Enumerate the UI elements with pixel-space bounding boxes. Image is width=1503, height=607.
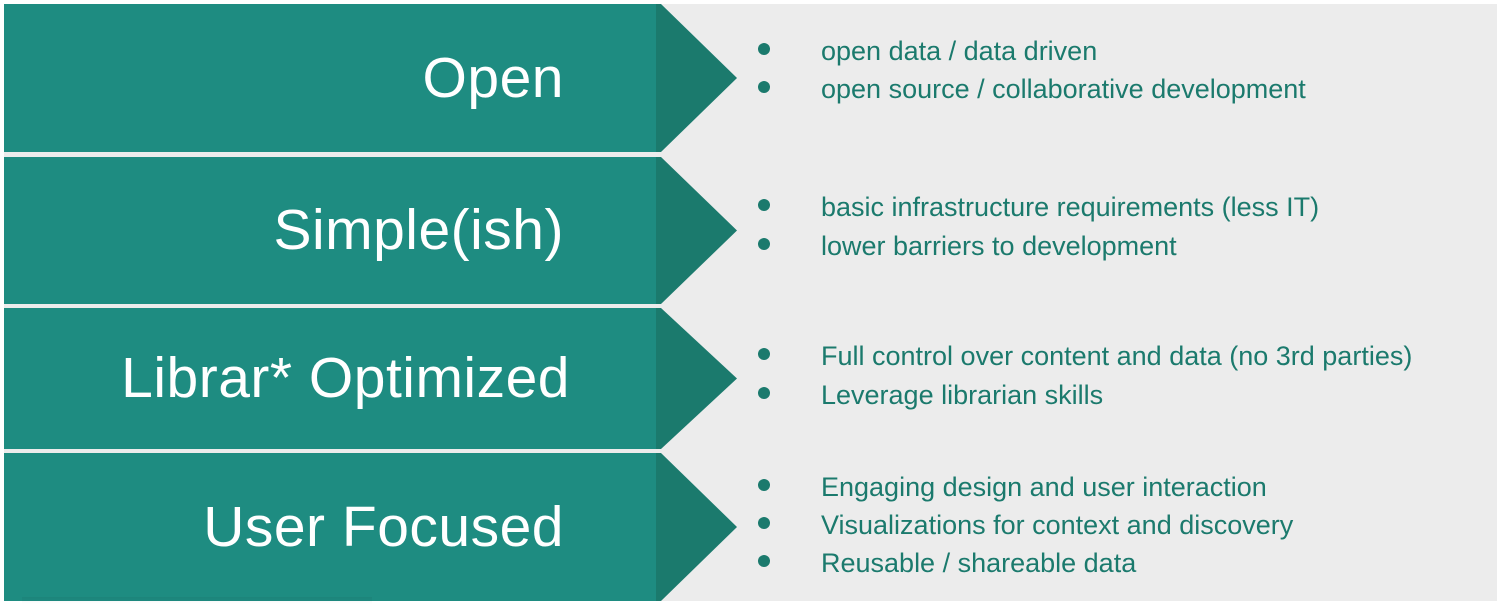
arrow-head-shape [656, 308, 737, 449]
bullet-list: basic infrastructure requirements (less … [758, 157, 1497, 304]
arrow-head-shape [656, 157, 737, 304]
list-item: Leverage librarian skills [758, 376, 1497, 414]
list-item-text: Leverage librarian skills [821, 379, 1104, 410]
chevron-arrow[interactable]: Librar* Optimized [4, 308, 737, 449]
bullet-dot-icon [758, 42, 770, 55]
bullet-dot-icon [758, 348, 770, 361]
list-item: Engaging design and user interaction [758, 468, 1497, 506]
list-item: open data / data driven [758, 32, 1497, 70]
diagram-row: Simple(ish) basic infrastructure require… [0, 157, 1503, 304]
bullet-dot-icon [758, 478, 770, 491]
bullet-dot-icon [758, 516, 770, 529]
list-item: lower barriers to development [758, 227, 1497, 265]
arrow-body-shape [4, 4, 656, 152]
chevron-arrow[interactable]: Simple(ish) [4, 157, 737, 304]
list-item-text: Reusable / shareable data [821, 548, 1137, 579]
list-item-text: Engaging design and user interaction [821, 471, 1267, 502]
list-item-text: open source / collaborative development [821, 74, 1306, 104]
bullet-dot-icon [758, 81, 770, 93]
bullet-list: Full control over content and data (no 3… [758, 308, 1497, 449]
arrow-head-shape [656, 453, 737, 601]
bullet-dot-icon [758, 555, 770, 568]
arrow-body-shape [4, 157, 656, 304]
list-item-text: basic infrastructure requirements (less … [821, 192, 1320, 223]
bullet-dot-icon [758, 386, 770, 399]
list-item-text: lower barriers to development [821, 230, 1177, 261]
list-item-text: open data / data driven [821, 35, 1098, 66]
arrow-head-shape [656, 4, 737, 152]
list-item: basic infrastructure requirements (less … [758, 188, 1497, 226]
list-item-text: Visualizations for context and discovery [821, 509, 1294, 540]
bullet-list: open data / data driven open source / co… [758, 4, 1497, 152]
bullet-dot-icon [758, 199, 770, 212]
list-item: open source / collaborative development [758, 70, 1497, 108]
arrow-body-shape [4, 308, 656, 449]
arrow-body-shape [4, 453, 656, 601]
list-item: Full control over content and data (no 3… [758, 337, 1497, 375]
diagram-row: Librar* Optimized Full control over cont… [0, 308, 1503, 449]
chevron-arrow[interactable]: User Focused [4, 453, 737, 601]
list-item-text: Full control over content and data (no 3… [821, 341, 1413, 372]
list-item: Reusable / shareable data [758, 544, 1497, 582]
bullet-dot-icon [758, 237, 770, 250]
diagram-row: User Focused Engaging design and user in… [0, 453, 1503, 601]
diagram-row: Open open data / data driven open source… [0, 4, 1503, 152]
bullet-list: Engaging design and user interaction Vis… [758, 453, 1497, 601]
list-item: Visualizations for context and discovery [758, 506, 1497, 544]
chevron-arrow[interactable]: Open [4, 4, 737, 152]
